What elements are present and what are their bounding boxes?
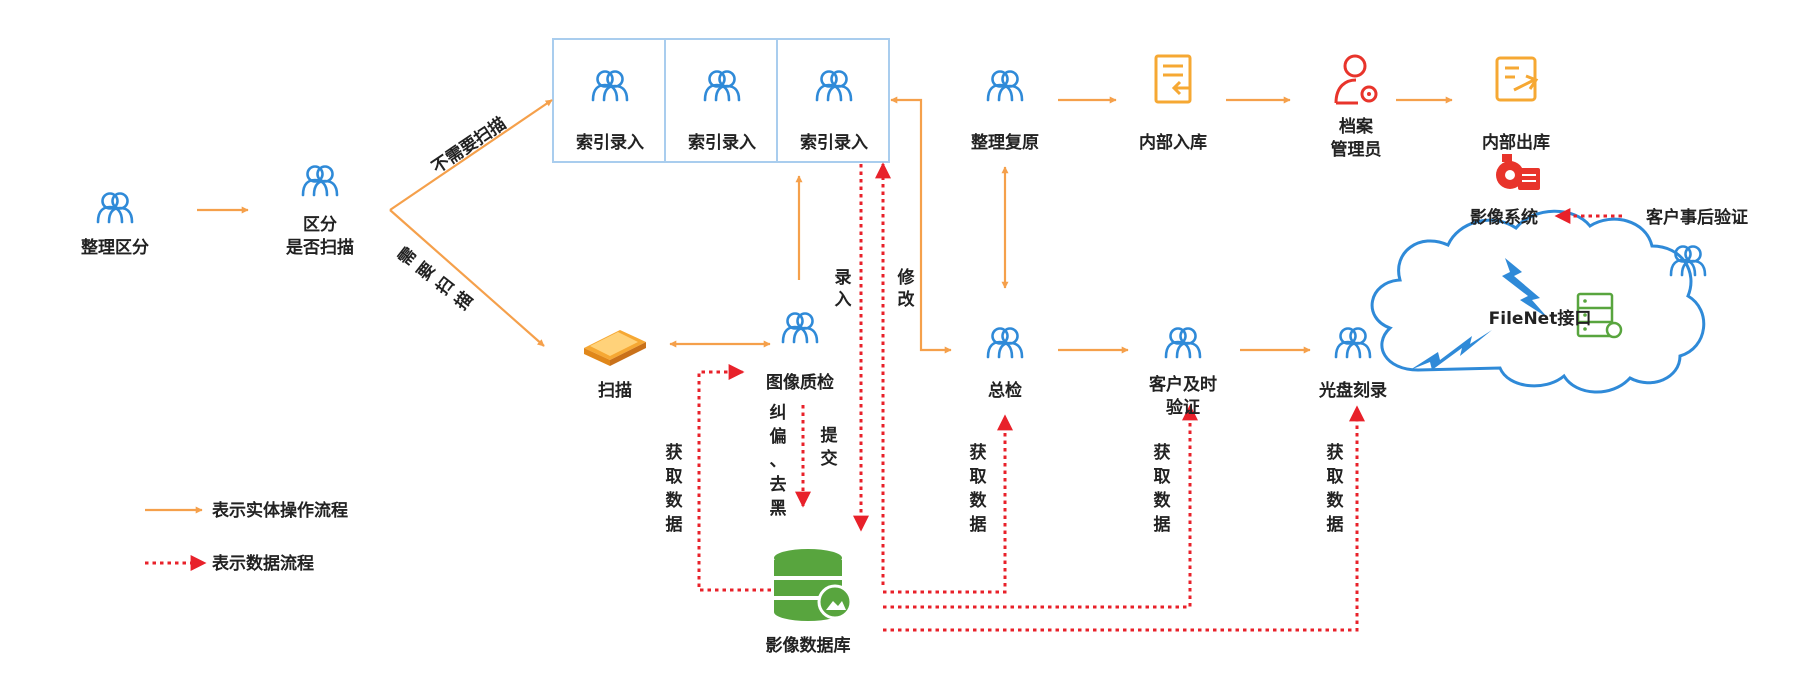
document-export-icon [1495, 56, 1539, 102]
svg-text:描: 描 [451, 288, 478, 314]
svg-text:、: 、 [770, 451, 787, 471]
node-filenet: FileNet接口 [1489, 308, 1592, 329]
legend-data-flow-label: 表示数据流程 [212, 553, 314, 574]
edge-label-get-data: 获 取 数 据 [970, 442, 988, 535]
node-index-entry: 索引录入 [688, 132, 756, 153]
node-image-qc: 图像质检 [766, 372, 834, 393]
svg-text:入: 入 [835, 290, 852, 310]
data-flow-arrows [697, 162, 1622, 632]
person-icon [1164, 327, 1202, 359]
node-distinguish: 区分 [303, 215, 337, 235]
svg-text:数: 数 [1327, 490, 1345, 511]
node-archive-admin: 档案 [1339, 116, 1374, 137]
edge-label-entry: 录 入 [835, 268, 852, 310]
node-internal-outbound: 内部出库 [1482, 132, 1550, 153]
node-customer-verify: 验证 [1166, 397, 1200, 418]
svg-text:据: 据 [666, 514, 683, 535]
svg-text:取: 取 [1327, 467, 1344, 487]
node-image-database: 影像数据库 [766, 635, 851, 656]
svg-text:偏: 偏 [770, 426, 787, 447]
svg-text:扫: 扫 [432, 273, 459, 299]
node-index-entry: 索引录入 [800, 132, 868, 153]
svg-text:获: 获 [1327, 442, 1344, 463]
person-icon [96, 192, 134, 224]
svg-text:据: 据 [970, 514, 987, 535]
svg-text:数: 数 [666, 490, 684, 511]
svg-text:数: 数 [970, 490, 988, 511]
person-icon [986, 70, 1024, 102]
edge-label-get-data: 获 取 数 据 [666, 442, 684, 535]
svg-text:黑: 黑 [770, 499, 787, 519]
svg-text:获: 获 [1154, 442, 1171, 463]
svg-text:提: 提 [821, 426, 839, 446]
svg-text:取: 取 [1154, 467, 1171, 487]
person-icon [591, 70, 629, 102]
svg-text:获: 获 [666, 442, 683, 463]
svg-text:录: 录 [835, 268, 852, 288]
person-icon [703, 70, 741, 102]
legend: 表示实体操作流程 表示数据流程 [145, 500, 348, 574]
edge-label-get-data: 获 取 数 据 [1154, 442, 1172, 535]
edge-label-no-scan: 不需要扫描 [428, 113, 510, 178]
person-icon [1334, 327, 1372, 359]
svg-text:修: 修 [897, 267, 916, 288]
svg-text:交: 交 [821, 448, 838, 469]
svg-text:需: 需 [395, 244, 421, 270]
edge-label-submit: 提 交 [821, 426, 839, 469]
svg-text:数: 数 [1154, 490, 1172, 511]
lightning-icon [1502, 258, 1548, 318]
svg-text:去: 去 [770, 474, 787, 495]
image-system-icon [1496, 154, 1540, 190]
legend-physical-flow-label: 表示实体操作流程 [212, 500, 348, 521]
node-image-system: 影像系统 [1470, 207, 1538, 228]
node-sort-restore: 整理复原 [971, 132, 1039, 153]
person-icon [301, 165, 339, 197]
user-gear-icon [1334, 54, 1378, 105]
node-sort-division: 整理区分 [81, 237, 149, 258]
svg-text:要: 要 [413, 259, 439, 285]
cloud-icon [1370, 209, 1706, 394]
svg-text:据: 据 [1154, 514, 1171, 535]
svg-text:获: 获 [970, 442, 987, 463]
node-customer-post-verify: 客户事后验证 [1645, 207, 1748, 228]
document-return-icon [1154, 54, 1192, 104]
svg-text:改: 改 [898, 289, 916, 310]
person-icon [781, 312, 819, 344]
edge-label-deskew: 纠 偏 、 去 黑 [770, 403, 787, 519]
edge-label-get-data: 获 取 数 据 [1327, 442, 1345, 535]
edge-label-modify: 修 改 [897, 267, 916, 310]
node-disc-burn: 光盘刻录 [1318, 380, 1387, 401]
person-icon [986, 327, 1024, 359]
physical-flow-arrows [197, 96, 1453, 354]
node-index-entry: 索引录入 [576, 132, 644, 153]
svg-text:取: 取 [666, 467, 683, 487]
svg-text:纠: 纠 [770, 403, 787, 423]
svg-text:据: 据 [1327, 514, 1344, 535]
node-distinguish: 是否扫描 [286, 237, 354, 258]
node-general-check: 总检 [988, 380, 1022, 401]
node-customer-verify: 客户及时 [1148, 374, 1217, 395]
node-archive-admin: 管理员 [1331, 139, 1382, 160]
node-scan: 扫描 [598, 380, 632, 401]
index-entry-group-box [552, 38, 890, 163]
scanner-icon [584, 330, 646, 366]
lightning-icon [1410, 330, 1492, 370]
database-icon [774, 549, 853, 621]
edge-label-scan-needed: 需 要 扫 描 [395, 244, 478, 314]
server-icon [1576, 292, 1623, 339]
svg-text:取: 取 [970, 467, 987, 487]
person-icon [815, 70, 853, 102]
node-internal-storage: 内部入库 [1139, 132, 1207, 153]
